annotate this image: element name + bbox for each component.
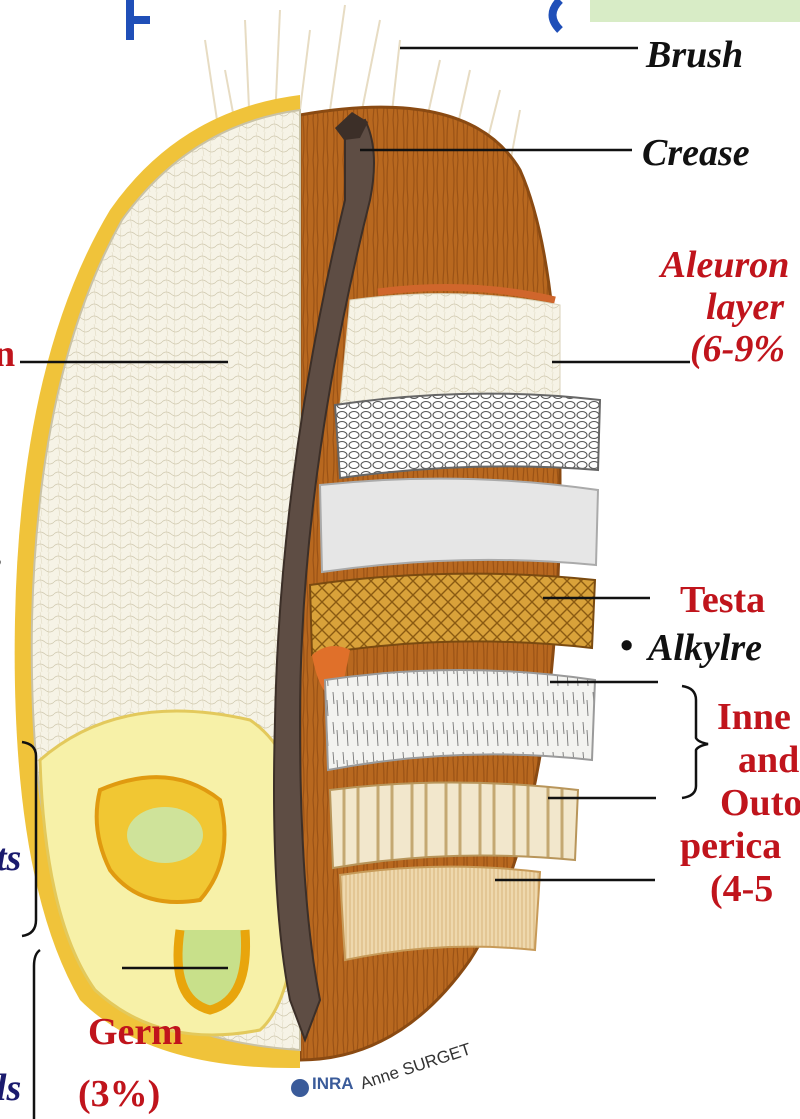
- label-aleurone: Aleuron layer (6-9%: [640, 245, 800, 370]
- germ-embryo-core: [127, 807, 203, 863]
- label-testa: Testa: [680, 580, 765, 622]
- bracket-left-lower: [34, 950, 40, 1119]
- label-pericarp: perica: [680, 826, 781, 868]
- label-bullet: •: [620, 626, 633, 668]
- aleurone-layer: [340, 294, 560, 405]
- label-crease: Crease: [642, 133, 750, 175]
- label-inner: Inne: [717, 697, 791, 739]
- layer-cross-cells: [330, 783, 578, 869]
- label-germ: Germ: [88, 1012, 183, 1054]
- layer-nucellar: [335, 394, 600, 478]
- layer-inner-pericarp: [325, 670, 595, 770]
- label-brush: Brush: [646, 35, 743, 77]
- label-and: and: [738, 740, 799, 782]
- label-aleurone-line3: (6-9%: [640, 329, 800, 371]
- label-pericarp-pct: (4-5: [710, 869, 773, 911]
- label-left-edge-ts: ts: [0, 838, 21, 880]
- watermark-org: INRA: [312, 1074, 354, 1093]
- layer-grey: [320, 479, 598, 572]
- bracket-inner-outer: [682, 686, 708, 798]
- inra-logo-icon: [291, 1079, 309, 1097]
- watermark: INRA Anne SURGET: [312, 1074, 480, 1094]
- label-left-edge-n: n: [0, 334, 15, 376]
- label-aleurone-line2: layer: [640, 287, 800, 329]
- label-germ-pct: (3%): [78, 1074, 160, 1116]
- label-alkylres: Alkylre: [648, 628, 762, 670]
- label-outer: Outo: [720, 783, 800, 825]
- label-aleurone-line1: Aleuron: [640, 245, 800, 287]
- title-bar-green: [590, 0, 800, 22]
- label-left-edge-ls: ls: [0, 1068, 21, 1110]
- germ-radicle: [178, 930, 246, 1010]
- label-left-edge-s: s: [0, 540, 2, 573]
